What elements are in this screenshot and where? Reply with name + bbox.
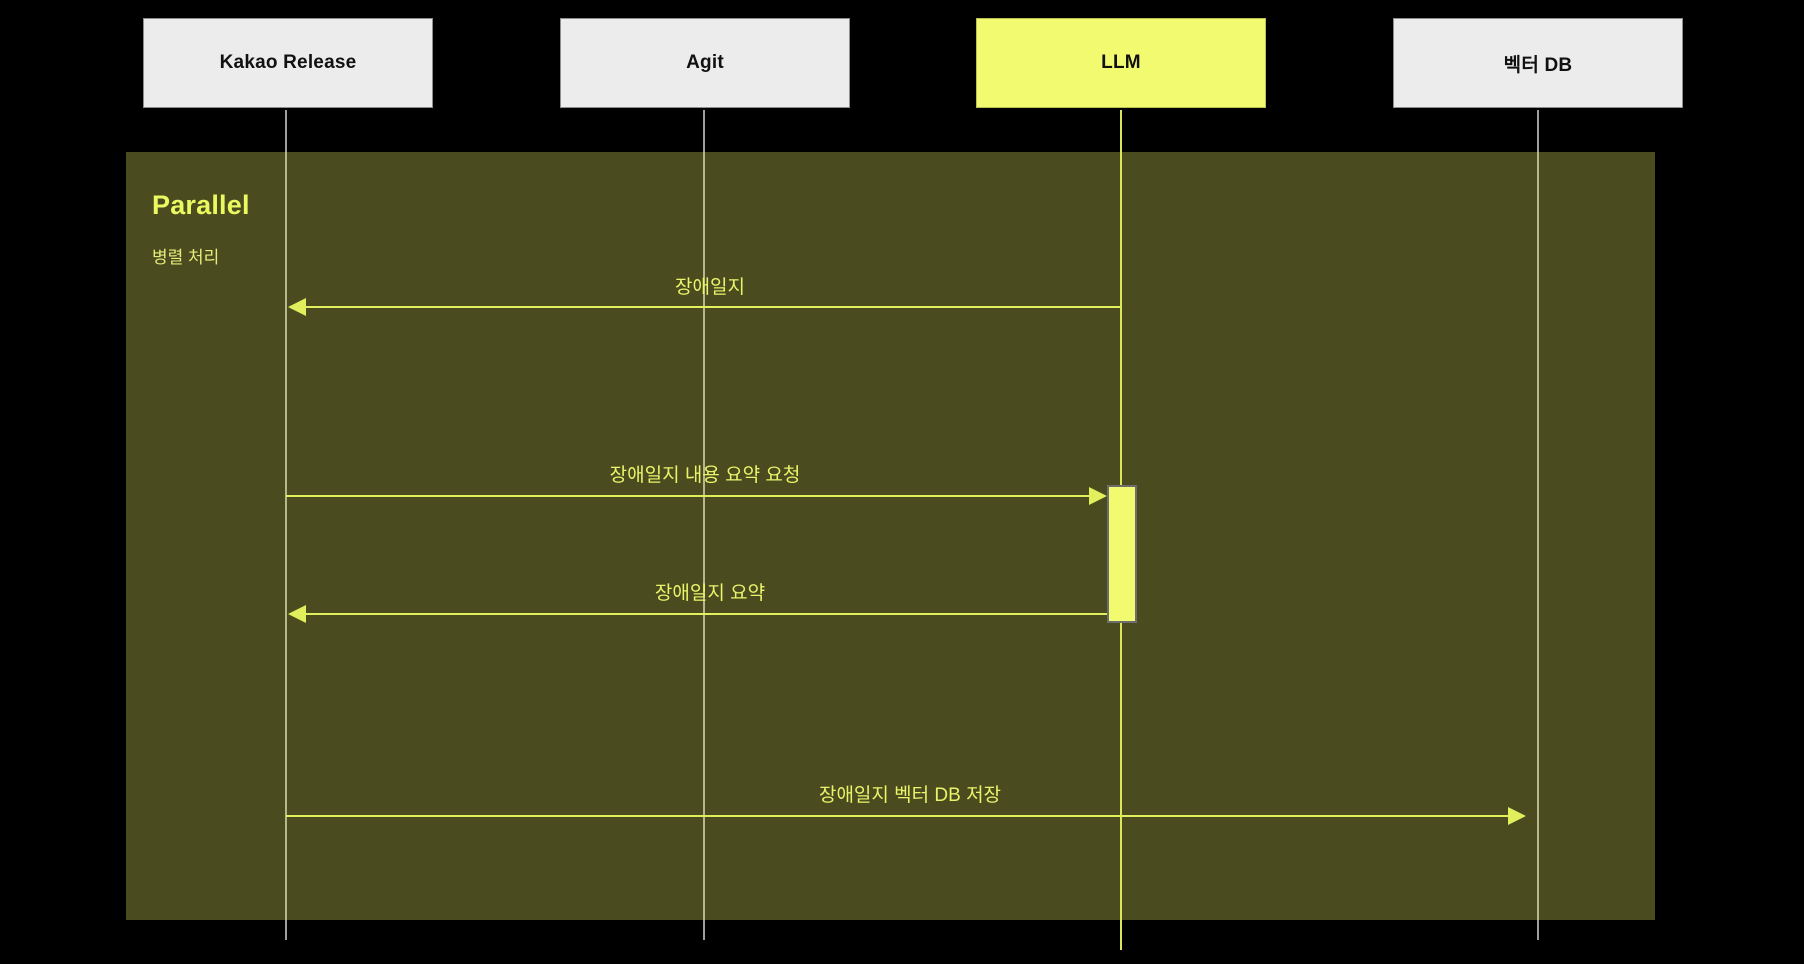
message-label-summary-request: 장애일지 내용 요약 요청 (609, 465, 801, 486)
lifeline-vector-db-segment (1537, 152, 1539, 920)
message-arrowhead-incident-log (288, 298, 306, 316)
message-line-incident-log (296, 306, 1121, 308)
message-line-vector-db-store (286, 815, 1508, 817)
parallel-fragment (126, 152, 1655, 920)
message-label-summary-result: 장애일지 요약 (654, 583, 766, 604)
activation-bar-llm (1107, 485, 1137, 623)
message-line-summary-result (296, 613, 1107, 615)
participant-label-agit: Agit (686, 52, 724, 73)
participant-label-vector-db: 벡터 DB (1503, 54, 1573, 76)
participant-label-llm: LLM (1101, 52, 1141, 73)
message-label-vector-db-store: 장애일지 벡터 DB 저장 (818, 785, 1002, 806)
message-arrowhead-summary-result (288, 605, 306, 623)
message-arrowhead-vector-db-store (1508, 807, 1526, 825)
parallel-fragment-title: Parallel (152, 190, 250, 220)
parallel-fragment-subtitle: 병렬 처리 (152, 248, 220, 267)
message-arrowhead-summary-request (1089, 487, 1107, 505)
participant-kakao-release[interactable]: Kakao Release (143, 18, 433, 108)
message-line-summary-request (286, 495, 1089, 497)
participant-vector-db[interactable]: 벡터 DB (1393, 18, 1683, 108)
participant-label-kakao-release: Kakao Release (219, 52, 357, 73)
message-label-incident-log: 장애일지 (675, 277, 745, 298)
lifeline-kakao-release-segment (285, 152, 287, 920)
participant-agit[interactable]: Agit (560, 18, 850, 108)
participant-llm[interactable]: LLM (976, 18, 1266, 108)
lifeline-agit-segment (703, 152, 705, 920)
